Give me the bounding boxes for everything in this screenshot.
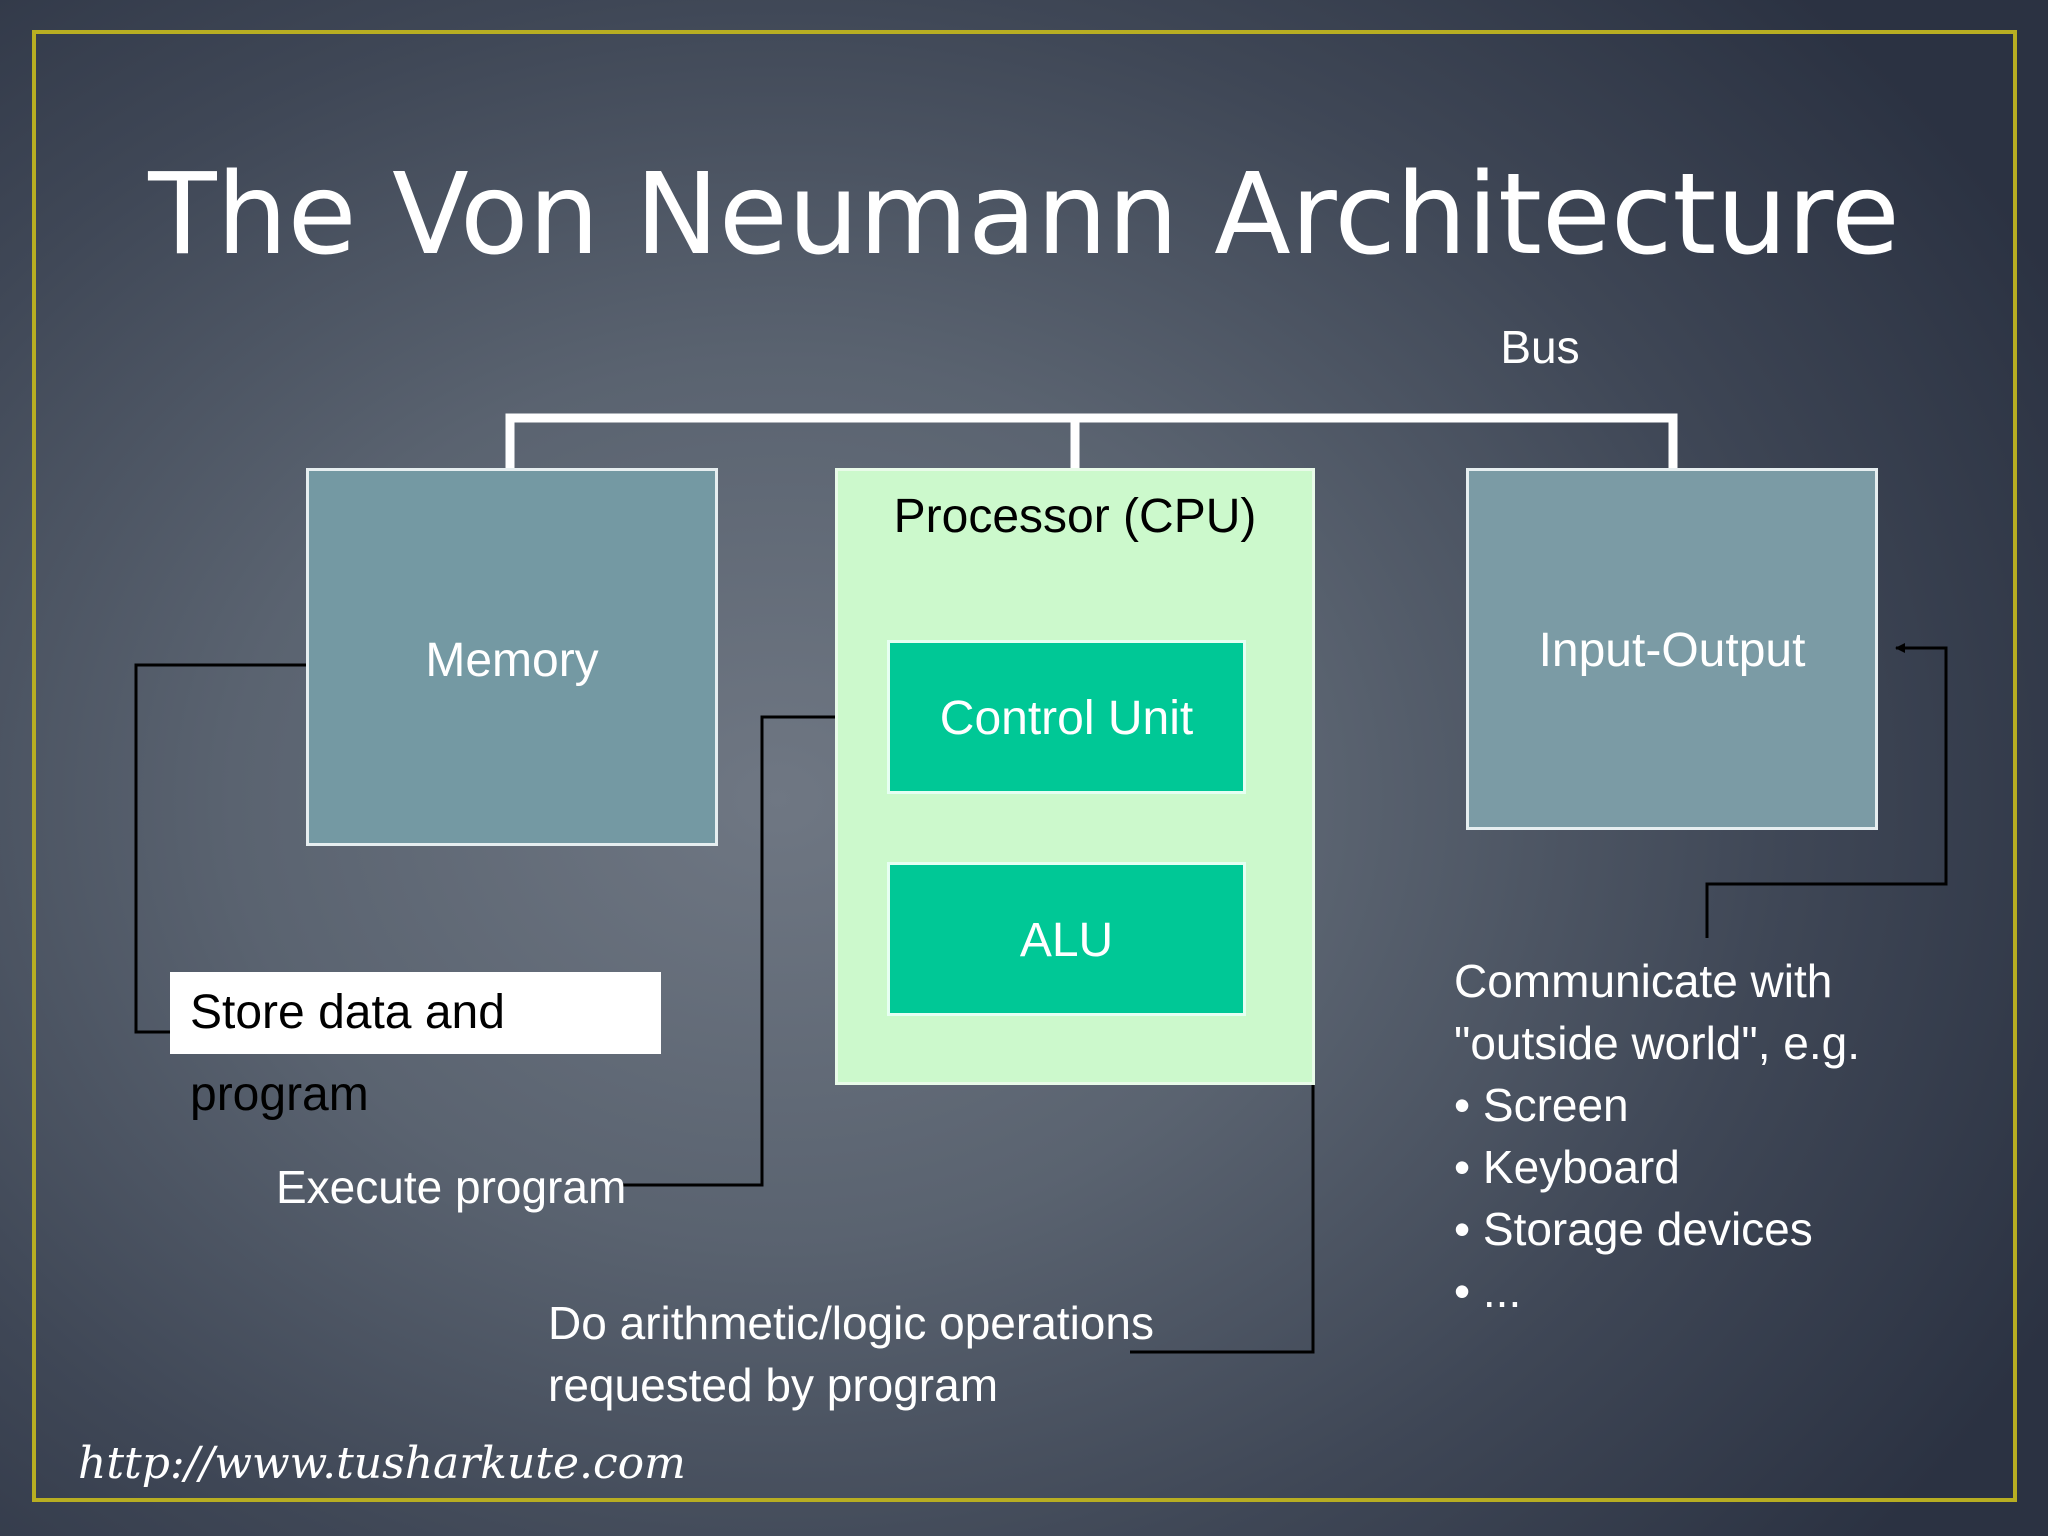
- io-arrow: [1705, 643, 1948, 938]
- io-example-item: ...: [1454, 1260, 1860, 1322]
- memory-arrow: [134, 660, 321, 1034]
- alu-box: ALU: [887, 862, 1246, 1016]
- io-description-line: Communicate with: [1454, 955, 1833, 1007]
- bus-lines: [505, 413, 1678, 473]
- memory-label: Memory: [425, 634, 599, 687]
- control-unit-box: Control Unit: [887, 640, 1246, 794]
- slide-frame: [32, 30, 2017, 1502]
- io-description-line: "outside world", e.g.: [1454, 1017, 1860, 1069]
- slide-title: The Von Neumann Architecture: [148, 150, 1900, 280]
- io-example-item: Screen: [1454, 1074, 1860, 1136]
- io-example-item: Storage devices: [1454, 1198, 1860, 1260]
- control-unit-description: Execute program: [276, 1161, 627, 1213]
- alu-label: ALU: [1019, 914, 1114, 967]
- alu-description: Do arithmetic/logic operations requested…: [548, 1292, 1154, 1416]
- io-example-item: Keyboard: [1454, 1136, 1860, 1198]
- memory-description: Store data and program: [170, 972, 661, 1121]
- memory-box: Memory: [306, 468, 718, 846]
- io-label: Input-Output: [1538, 624, 1806, 677]
- alu-description-line: Do arithmetic/logic operations: [548, 1297, 1154, 1349]
- io-box: Input-Output: [1466, 468, 1878, 830]
- io-description: Communicate with "outside world", e.g. S…: [1454, 950, 1860, 1322]
- control-unit-label: Control Unit: [939, 692, 1194, 745]
- alu-description-line: requested by program: [548, 1359, 999, 1411]
- bus-label: Bus: [1500, 321, 1580, 373]
- footer-url: http://www.tusharkute.com: [78, 1438, 686, 1489]
- processor-label: Processor (CPU): [893, 490, 1257, 543]
- control-unit-arrow: [622, 712, 902, 1187]
